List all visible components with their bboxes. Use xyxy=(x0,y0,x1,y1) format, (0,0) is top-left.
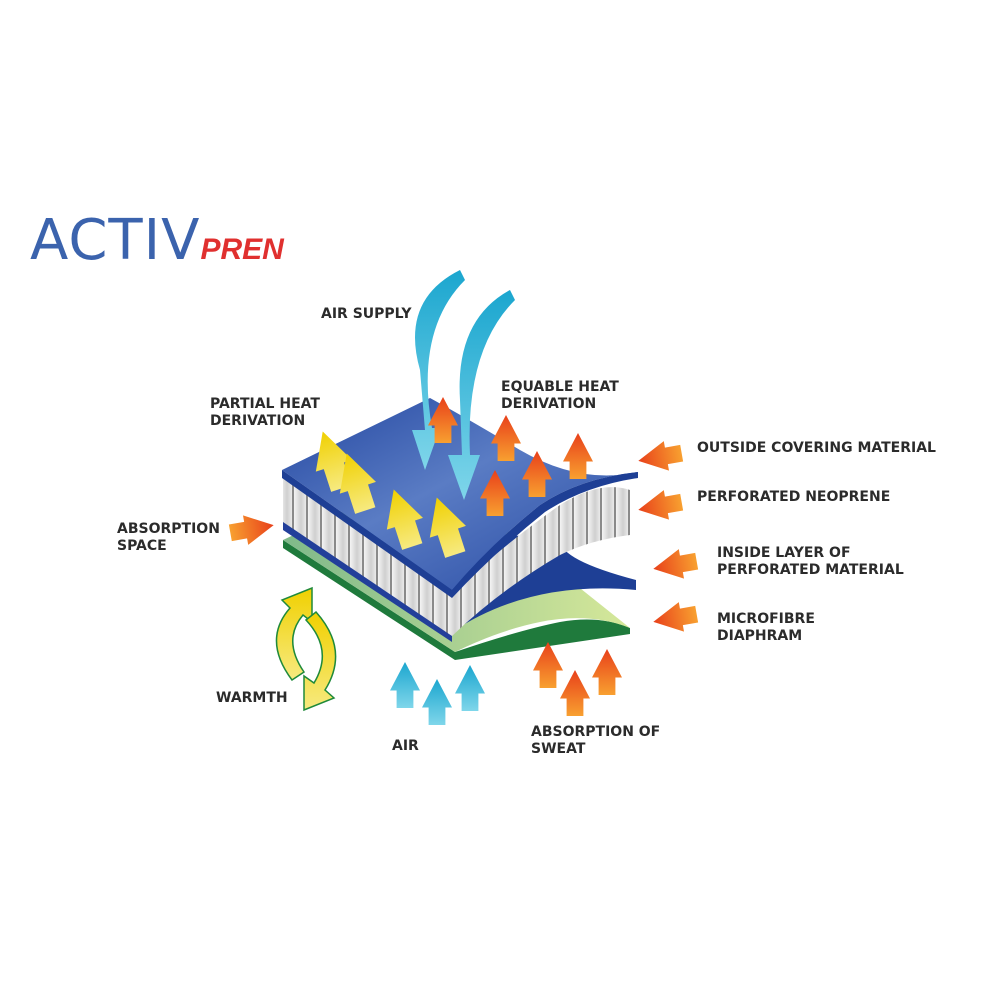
label-line: EQUABLE HEAT xyxy=(501,379,619,395)
label-perforated-neoprene: PERFORATED NEOPRENE xyxy=(697,489,890,506)
perforated-neoprene-core xyxy=(283,476,452,636)
label-line: WARMTH xyxy=(216,690,288,706)
microfibre-diaphram-layer xyxy=(283,540,630,660)
activpren-logo: ACTIVPREN xyxy=(30,208,284,273)
air-arrow-icon xyxy=(455,665,485,711)
partial-heat-arrow-icon xyxy=(386,489,423,550)
heat-arrow-icon xyxy=(491,415,521,461)
label-line: DERIVATION xyxy=(501,396,597,412)
label-line: MICROFIBRE xyxy=(717,611,815,627)
warmth-cycle-arrow-down xyxy=(303,610,337,712)
label-air: AIR xyxy=(392,738,419,755)
pointer-arrow-icon xyxy=(638,441,684,471)
label-line: PERFORATED MATERIAL xyxy=(717,562,904,578)
label-line: ABSORPTION OF xyxy=(531,724,661,740)
air-arrow-icon xyxy=(390,662,420,708)
heat-arrow-icon xyxy=(428,397,458,443)
sweat-arrow-icon xyxy=(533,642,563,688)
outside-covering-edge xyxy=(282,470,452,598)
label-line: PERFORATED NEOPRENE xyxy=(697,489,891,505)
label-line: SPACE xyxy=(117,538,167,554)
label-line: INSIDE LAYER OF xyxy=(717,545,851,561)
sweat-arrow-icon xyxy=(560,670,590,716)
heat-arrow-icon xyxy=(563,433,593,479)
partial-heat-arrow-icon xyxy=(339,453,376,514)
label-line: AIR SUPPLY xyxy=(321,306,412,322)
label-line: SWEAT xyxy=(531,741,586,757)
label-warmth: WARMTH xyxy=(216,690,288,707)
air-arrow-icon xyxy=(422,679,452,725)
logo-suffix: PREN xyxy=(200,233,284,266)
label-line: DIAPHRAM xyxy=(717,628,803,644)
label-outside-covering-material: OUTSIDE COVERING MATERIAL xyxy=(697,440,936,457)
label-line: PARTIAL HEAT xyxy=(210,396,320,412)
pointer-arrow-icon xyxy=(653,602,699,632)
label-line: DERIVATION xyxy=(210,413,306,429)
label-line: OUTSIDE COVERING MATERIAL xyxy=(697,440,936,456)
logo-main: ACTIV xyxy=(30,208,201,273)
label-air-supply: AIR SUPPLY xyxy=(321,306,412,323)
heat-arrow-icon xyxy=(480,470,510,516)
air-supply-arrow-right xyxy=(448,290,515,500)
partial-heat-arrow-icon xyxy=(429,497,466,558)
label-line: ABSORPTION xyxy=(117,521,220,537)
label-line: AIR xyxy=(392,738,419,754)
sweat-arrow-icon xyxy=(592,649,622,695)
pointer-arrow-icon xyxy=(653,549,699,579)
perforated-neoprene-core-right xyxy=(452,487,630,636)
heat-arrow-icon xyxy=(522,451,552,497)
warmth-cycle-arrow-up xyxy=(275,586,313,682)
air-supply-arrow-left xyxy=(412,270,465,470)
outside-covering-layer xyxy=(282,398,638,590)
pointer-arrow-icon xyxy=(638,490,684,520)
absorption-space-pointer-icon xyxy=(228,515,274,545)
